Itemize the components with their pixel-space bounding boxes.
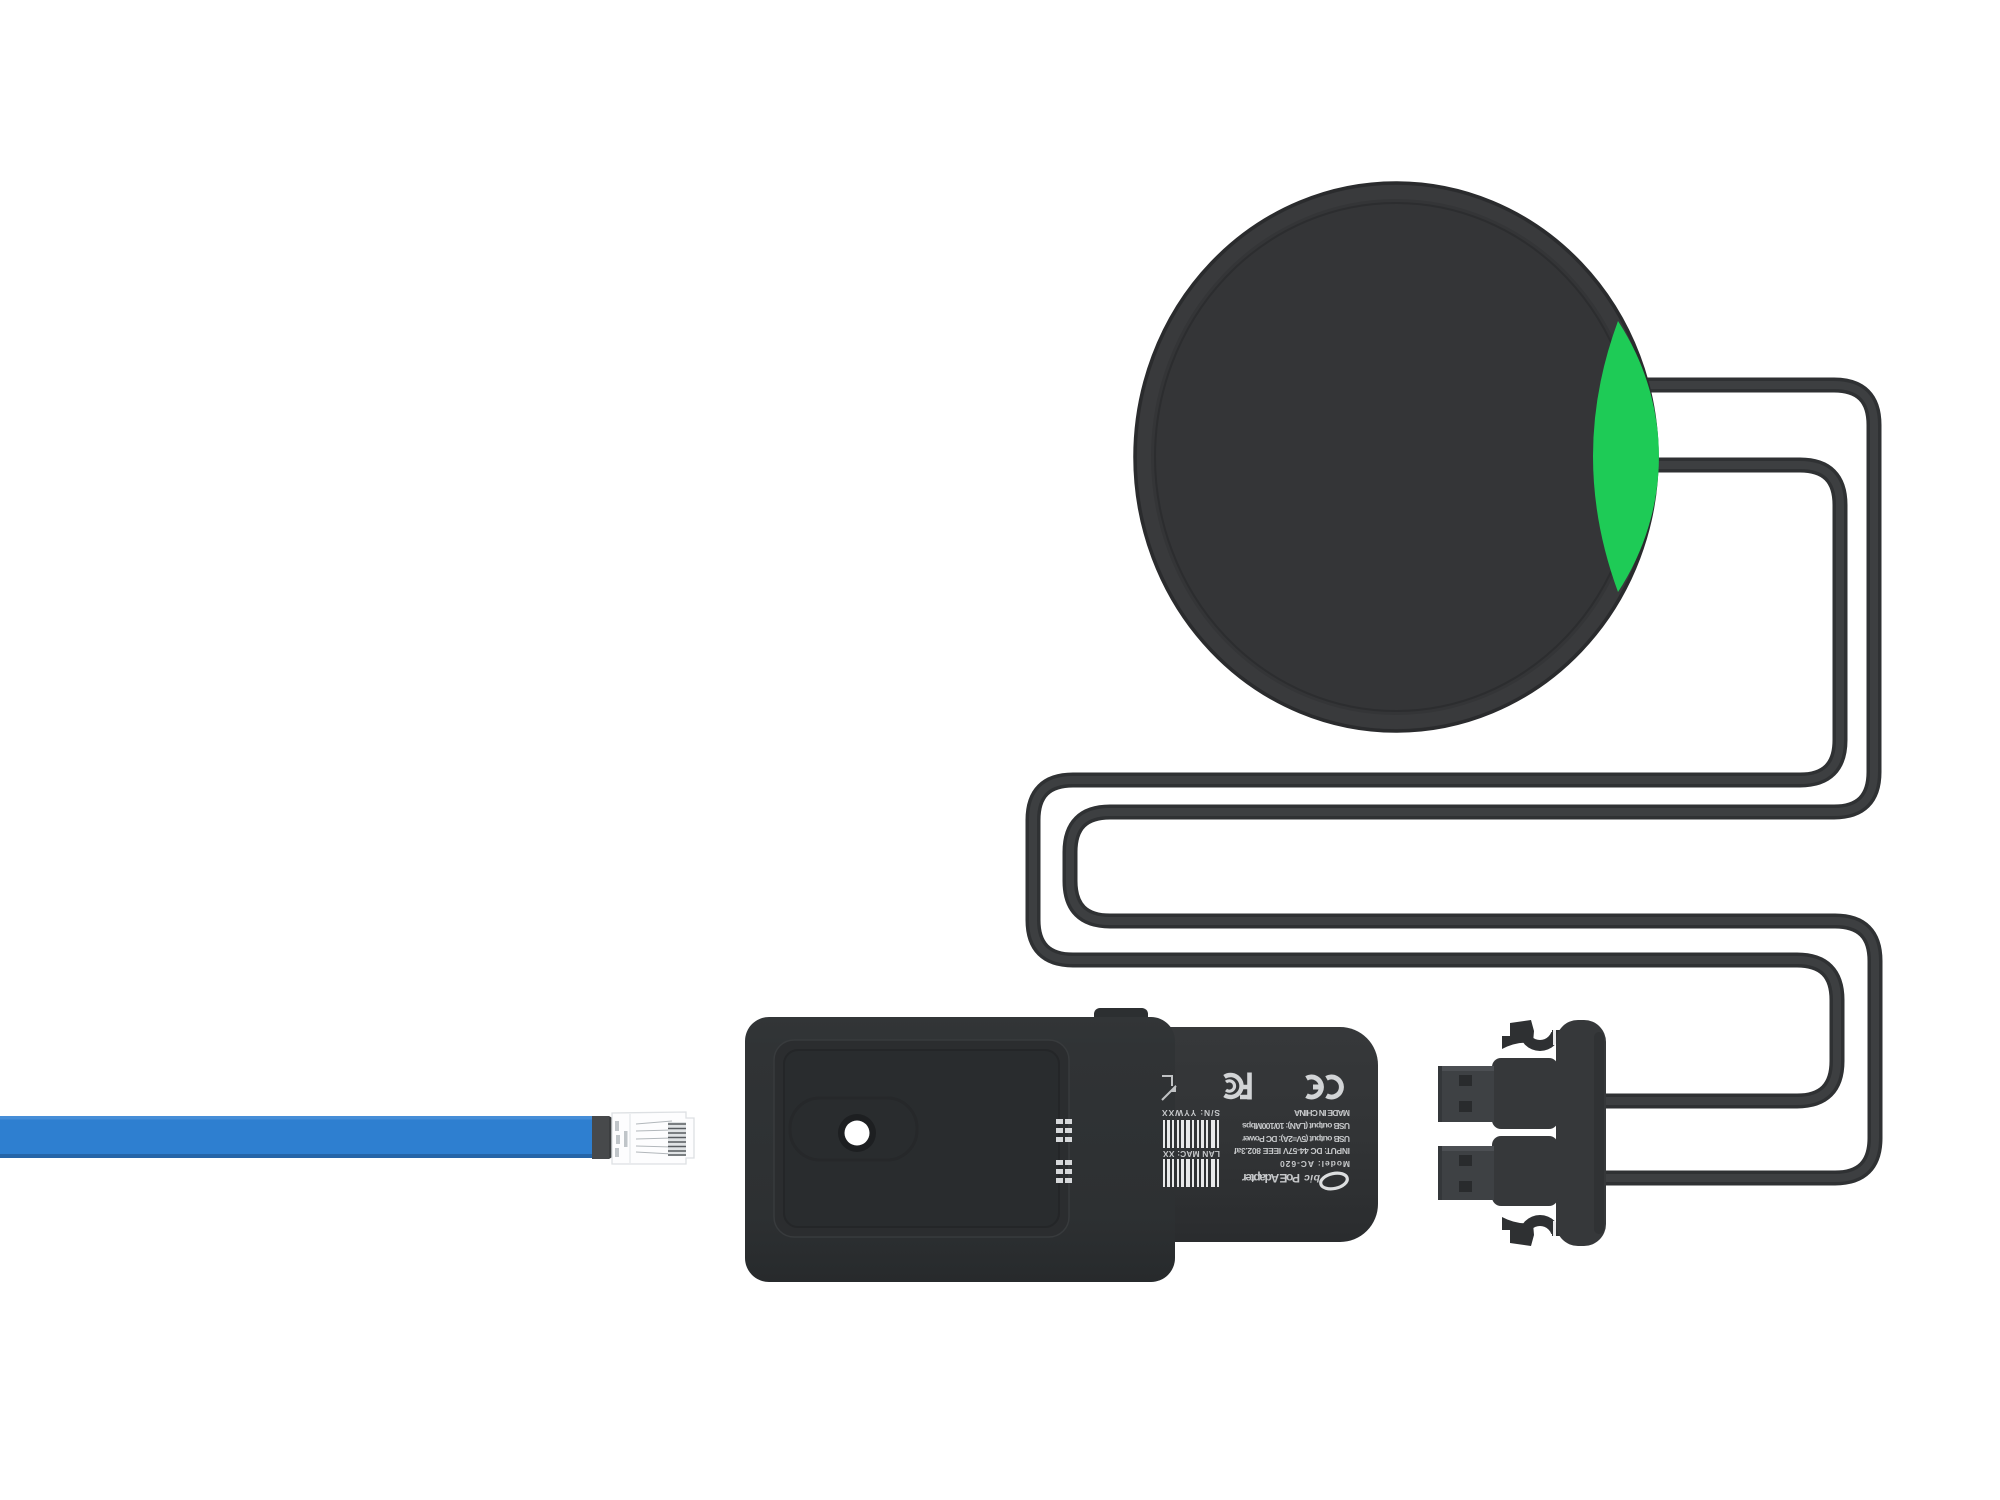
- svg-text:MADE IN CHINA: MADE IN CHINA: [1294, 1108, 1350, 1118]
- svg-text:USB output (LAN): 10/100Mbps: USB output (LAN): 10/100Mbps: [1242, 1121, 1350, 1131]
- svg-text:bic: bic: [1304, 1172, 1320, 1184]
- svg-text:PoE Adapter: PoE Adapter: [1242, 1171, 1300, 1185]
- svg-text:S/N: YYWXX: S/N: YYWXX: [1162, 1108, 1220, 1118]
- svg-text:LAN MAC: XX: LAN MAC: XX: [1163, 1149, 1220, 1159]
- svg-text:USB output (5V=2A): DC Power: USB output (5V=2A): DC Power: [1241, 1134, 1350, 1144]
- svg-text:Model: AC-620: Model: AC-620: [1280, 1159, 1350, 1169]
- svg-text:INPUT: DC 44-57V IEEE 802.3af: INPUT: DC 44-57V IEEE 802.3af: [1234, 1146, 1350, 1156]
